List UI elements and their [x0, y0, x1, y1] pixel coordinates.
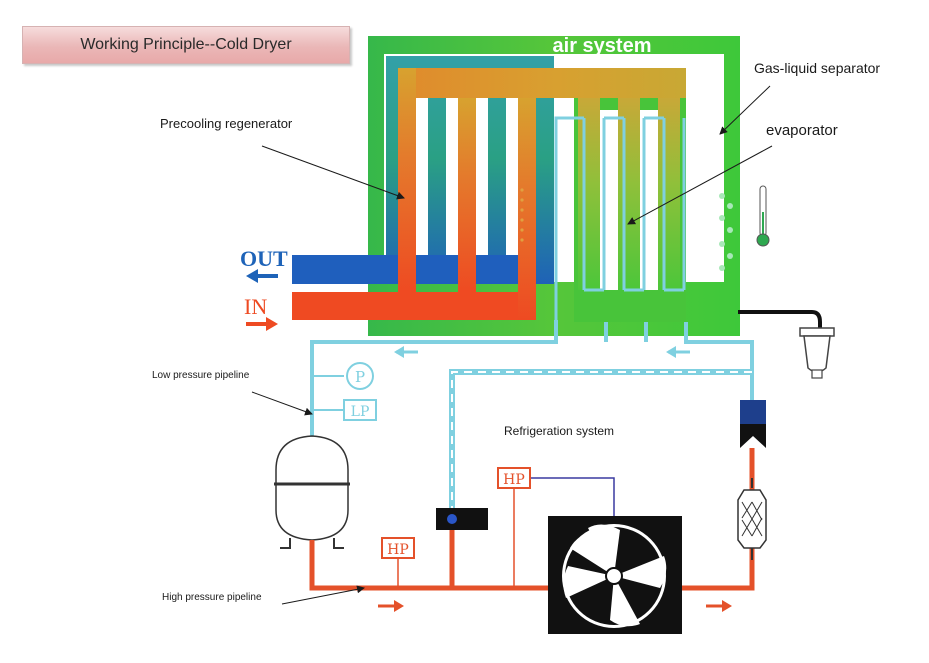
- gas-liquid-separator-label: Gas-liquid separator: [754, 60, 881, 76]
- diagram-title: Working Principle--Cold Dryer: [22, 26, 350, 64]
- thermometer-icon: [756, 185, 770, 247]
- leader-lines: [251, 85, 773, 605]
- in-label: IN: [244, 294, 267, 319]
- refrigeration-system-label: Refrigeration system: [504, 424, 615, 438]
- out-label: OUT: [240, 246, 288, 271]
- gauge-lp: LP: [343, 399, 377, 421]
- evaporator-label: evaporator: [766, 122, 838, 139]
- condenser-fan-icon: [548, 516, 682, 634]
- hp-control-wire: [530, 477, 615, 516]
- svg-text:P: P: [355, 368, 365, 386]
- evaporator-block: [554, 98, 686, 322]
- drain-separator-icon: [738, 310, 835, 379]
- low-pressure-pipeline-label: Low pressure pipeline: [152, 370, 250, 381]
- gauge-hp-top: HP: [497, 467, 531, 489]
- svg-text:LP: LP: [351, 404, 370, 420]
- gauge-p: P: [346, 362, 374, 390]
- high-pressure-pipeline-label: High pressure pipeline: [162, 592, 262, 603]
- air-system-label: air system: [553, 35, 652, 57]
- bypass-line: [449, 369, 752, 508]
- hot-air-tubes: [292, 68, 686, 320]
- svg-text:HP: HP: [503, 472, 525, 488]
- expansion-valve: [436, 508, 488, 530]
- flow-arrows: [246, 269, 732, 612]
- precooling-regenerator-label: Precooling regenerator: [160, 116, 293, 131]
- regenerator-droplets: [520, 188, 524, 242]
- high-pressure-pipeline: [309, 448, 755, 591]
- solenoid-valve-icon: [740, 400, 766, 448]
- svg-text:HP: HP: [387, 542, 409, 558]
- compressor: [274, 435, 350, 549]
- low-pressure-pipeline: [310, 320, 754, 440]
- filter-drier-icon: [737, 478, 767, 560]
- condensate-droplets: [719, 193, 733, 271]
- gauge-connections: [312, 375, 344, 411]
- gauge-hp-left: HP: [381, 537, 415, 559]
- hp-connections: [397, 486, 515, 588]
